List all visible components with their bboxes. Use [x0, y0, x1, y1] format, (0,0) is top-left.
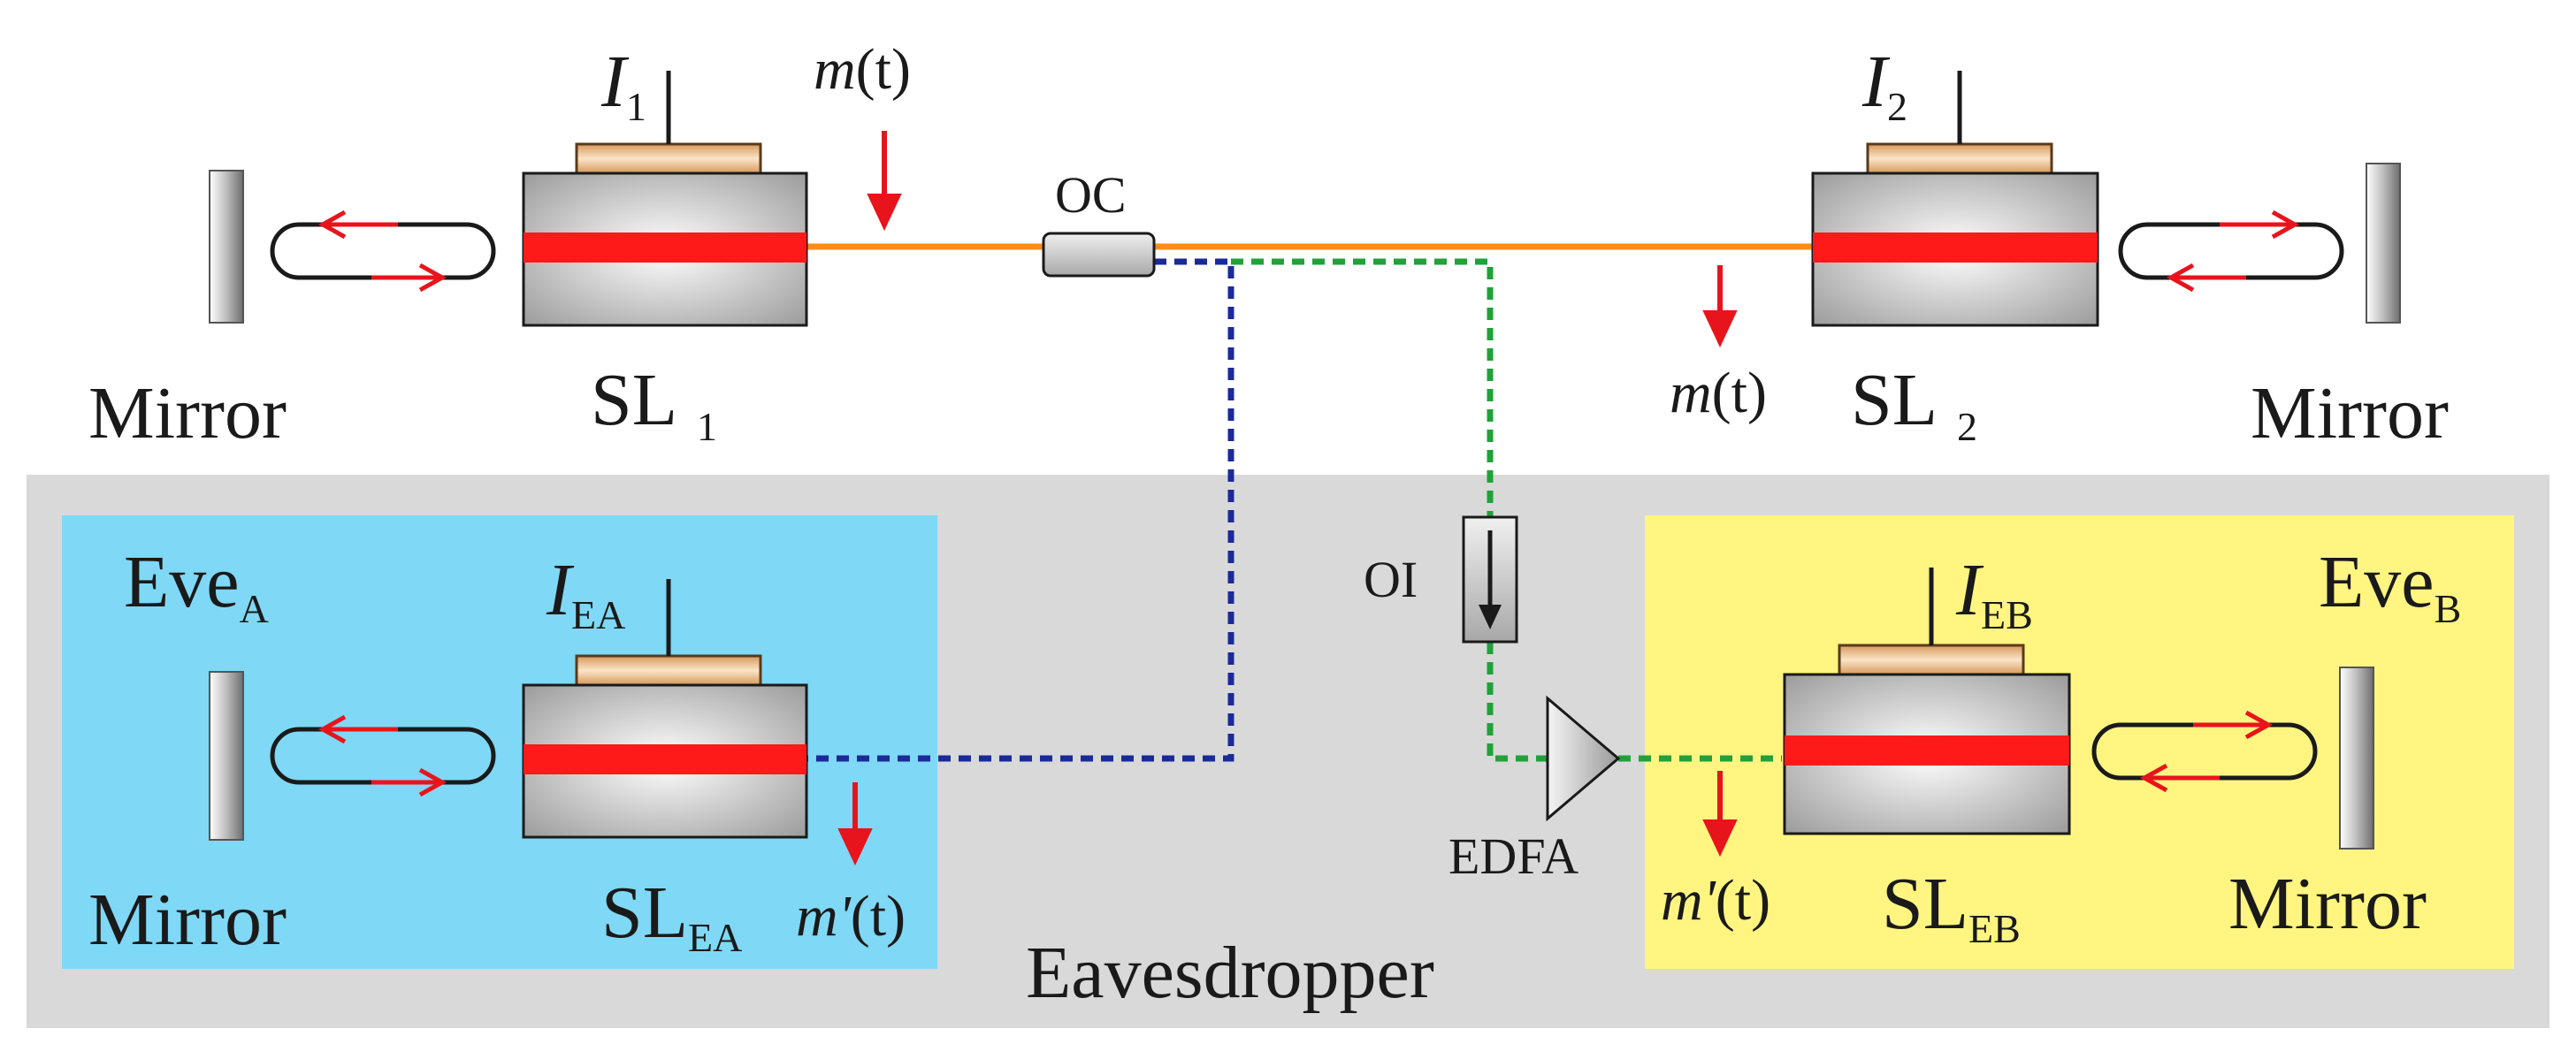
arrow-m-right [1702, 265, 1738, 348]
label-ieb-sub: EB [1981, 592, 2033, 637]
label-mp-a: m'(t) [796, 884, 906, 949]
label-i1: I1 [600, 41, 646, 129]
optical-isolator [1462, 515, 1518, 644]
label-sleb: SLEB [1882, 863, 2021, 951]
label-sl2: SL 2 [1851, 359, 1977, 449]
mirror-right-top [2366, 163, 2401, 324]
mirror-eve-a [209, 671, 244, 841]
label-mirror-eve-a: Mirror [88, 879, 287, 961]
loop-arrows-eve-a [317, 714, 447, 797]
loop-arrows-left-top [317, 210, 447, 293]
label-slea-sub: EA [688, 915, 742, 960]
mirror-left-top [209, 170, 244, 324]
label-eve-a: EveA [124, 541, 269, 631]
label-m-top-italic: m [814, 37, 856, 102]
label-mp-b-italic: m' [1661, 868, 1717, 933]
label-sl1-sub: 1 [697, 404, 717, 449]
label-m-right-italic: m [1670, 361, 1712, 425]
label-eve-a-main: Eve [124, 541, 240, 623]
label-i1-main: I [600, 41, 630, 123]
label-i2: I2 [1861, 41, 1907, 129]
label-eve-b-main: Eve [2319, 541, 2435, 623]
label-m-right: m(t) [1670, 361, 1767, 425]
label-eve-b: EveB [2319, 541, 2461, 631]
label-iea-sub: EA [571, 592, 625, 637]
label-eve-b-sub: B [2435, 586, 2462, 631]
label-eve-a-sub: A [240, 586, 269, 631]
label-sl1-main: SL [591, 359, 677, 441]
label-slea: SLEA [601, 872, 742, 960]
label-iea-main: I [546, 549, 575, 631]
label-mirror-eve-b: Mirror [2228, 863, 2427, 945]
label-ieb-main: I [1955, 549, 1984, 631]
label-sl2-sub: 2 [1957, 404, 1977, 449]
feedback-loop-right-top [2118, 222, 2344, 280]
laser-sl2 [1811, 71, 2099, 327]
label-sleb-sub: EB [1968, 906, 2021, 951]
laser-sleb [1783, 568, 2071, 835]
laser-sl1 [522, 71, 808, 327]
label-eavesdropper: Eavesdropper [1026, 932, 1434, 1014]
optical-coupler [1042, 232, 1156, 278]
label-edfa: EDFA [1449, 827, 1578, 885]
label-mirror-right-top: Mirror [2251, 372, 2449, 454]
label-m-right-rest: (t) [1712, 361, 1767, 425]
label-oc: OC [1055, 166, 1127, 224]
laser-slea [522, 579, 808, 839]
label-mirror-left-top: Mirror [88, 372, 287, 454]
label-sl1: SL 1 [591, 359, 717, 449]
mirror-eve-b [2339, 667, 2374, 850]
label-mp-b-rest: (t) [1716, 868, 1770, 933]
label-sleb-main: SL [1882, 863, 1968, 945]
feedback-loop-left-top [270, 222, 496, 280]
eve-a-fiber [805, 258, 1234, 762]
label-mp-b: m'(t) [1661, 868, 1770, 933]
loop-arrows-right-top [2166, 210, 2300, 293]
label-slea-main: SL [601, 872, 688, 954]
edfa-amplifier [1546, 695, 1621, 822]
label-m-top-rest: (t) [856, 37, 911, 102]
arrow-m-top [867, 131, 902, 232]
label-i2-main: I [1861, 41, 1891, 123]
label-i1-sub: 1 [626, 84, 646, 129]
label-iea: IEA [546, 549, 625, 637]
loop-arrows-eve-b [2139, 710, 2274, 793]
eve-b-fiber [1231, 258, 1494, 517]
label-mp-a-italic: m' [796, 884, 852, 949]
label-m-top: m(t) [814, 37, 911, 102]
label-i2-sub: 2 [1887, 84, 1907, 129]
arrow-mp-a [837, 782, 873, 866]
label-mp-a-rest: (t) [851, 884, 906, 949]
arrow-mp-b [1702, 771, 1738, 857]
label-oi: OI [1364, 551, 1418, 608]
label-ieb: IEB [1955, 549, 2033, 637]
label-sl2-main: SL [1851, 359, 1938, 441]
